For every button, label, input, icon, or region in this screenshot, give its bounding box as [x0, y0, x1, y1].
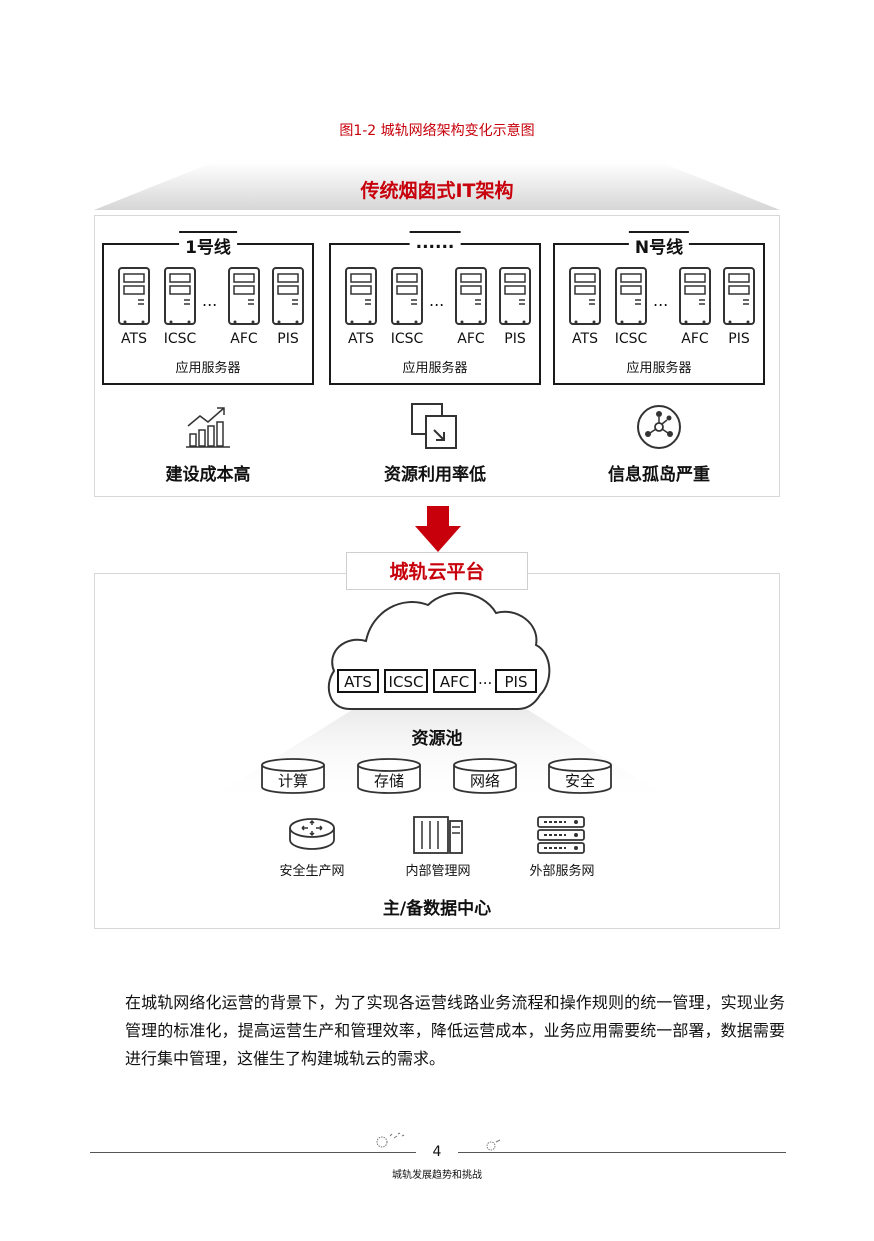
traditional-title: 传统烟囱式IT架构 [360, 180, 514, 202]
rising-bar-chart-icon [186, 407, 230, 448]
server-label: ICSC [163, 331, 197, 347]
cloud-title-box [346, 552, 528, 590]
seed-icon [486, 1139, 501, 1151]
dandelion-icon [376, 1132, 405, 1148]
server-label: PIS [277, 331, 299, 347]
server-label: AFC [681, 331, 709, 347]
database-cylinder-icon [261, 758, 325, 794]
server-icon [164, 267, 196, 325]
server-icon [455, 267, 487, 325]
problem-label: 资源利用率低 [384, 465, 486, 485]
server-icon [118, 267, 150, 325]
network-label: 外部服务网 [529, 864, 595, 879]
roof-shape [94, 162, 780, 210]
server-icon [569, 267, 601, 325]
server-label: ICSC [390, 331, 424, 347]
server-label: ICSC [614, 331, 648, 347]
ellipsis: ... [478, 670, 493, 688]
problem-label: 信息孤岛严重 [608, 465, 710, 485]
router-icon [289, 818, 335, 850]
cloud-module: PIS [495, 669, 537, 693]
server-icon [615, 267, 647, 325]
server-icon [345, 267, 377, 325]
footer-text: 城轨发展趋势和挑战 [392, 1170, 482, 1181]
server-icon [679, 267, 711, 325]
down-arrow-icon [415, 506, 461, 552]
line-box-2: ...... ... ATS ICSC AFC PIS 应用服务器 [329, 231, 541, 385]
document-transfer-icon [411, 403, 457, 449]
server-label: PIS [504, 331, 526, 347]
server-icon [228, 267, 260, 325]
line-box-1: 1号线 ... ATS ICSC AFC PIS 应用服务器 [102, 231, 314, 385]
server-label: AFC [457, 331, 485, 347]
resource-label: 计算 [277, 772, 308, 790]
network-label: 安全生产网 [279, 864, 345, 879]
cloud-title: 城轨云平台 [389, 561, 485, 583]
body-paragraph: 在城轨网络化运营的背景下，为了实现各运营线路业务流程和操作规则的统一管理，实现业… [125, 993, 785, 1068]
resource-label: 存储 [373, 772, 404, 790]
resource-pool-title: 资源池 [411, 729, 463, 749]
server-icon [499, 267, 531, 325]
server-label: ATS [348, 331, 374, 347]
server-label: ATS [572, 331, 598, 347]
cloud-module: AFC [433, 669, 476, 693]
figure-caption: 图1-2 城轨网络架构变化示意图 [339, 123, 535, 139]
database-cylinder-icon [453, 758, 517, 794]
cloud-module: ICSC [384, 669, 428, 693]
server-icon [391, 267, 423, 325]
line-box-n: N号线 ... ATS ICSC AFC PIS 应用服务器 [553, 231, 765, 385]
footer-rule-right [458, 1152, 786, 1153]
server-icon [723, 267, 755, 325]
database-cylinder-icon [548, 758, 612, 794]
resource-label: 安全 [564, 772, 595, 790]
app-server-label: 应用服务器 [175, 361, 241, 376]
cloud-module: ATS [337, 669, 379, 693]
database-cylinder-icon [357, 758, 421, 794]
footer-rule-left [90, 1152, 416, 1153]
resource-label: 网络 [469, 772, 500, 790]
line-title: N号线 [628, 231, 690, 258]
server-icon [272, 267, 304, 325]
network-label: 内部管理网 [405, 864, 471, 879]
line-title: ...... [409, 231, 461, 253]
ellipsis: ... [202, 291, 218, 310]
server-label: PIS [728, 331, 750, 347]
server-row: ... [104, 267, 312, 331]
ellipsis: ... [429, 291, 445, 310]
server-row: ... [331, 267, 539, 331]
cloud-icon [327, 592, 551, 710]
datacenter-title: 主/备数据中心 [382, 899, 492, 919]
problem-label: 建设成本高 [165, 465, 251, 485]
app-server-label: 应用服务器 [402, 361, 468, 376]
stacked-servers-icon [537, 816, 585, 854]
line-title: 1号线 [179, 231, 237, 258]
server-row: ... [555, 267, 763, 331]
page-number: 4 [432, 1144, 442, 1160]
server-label: ATS [121, 331, 147, 347]
server-rack-icon [413, 816, 463, 854]
network-hub-icon [637, 405, 681, 449]
server-label: AFC [230, 331, 258, 347]
app-server-label: 应用服务器 [626, 361, 692, 376]
ellipsis: ... [653, 291, 669, 310]
